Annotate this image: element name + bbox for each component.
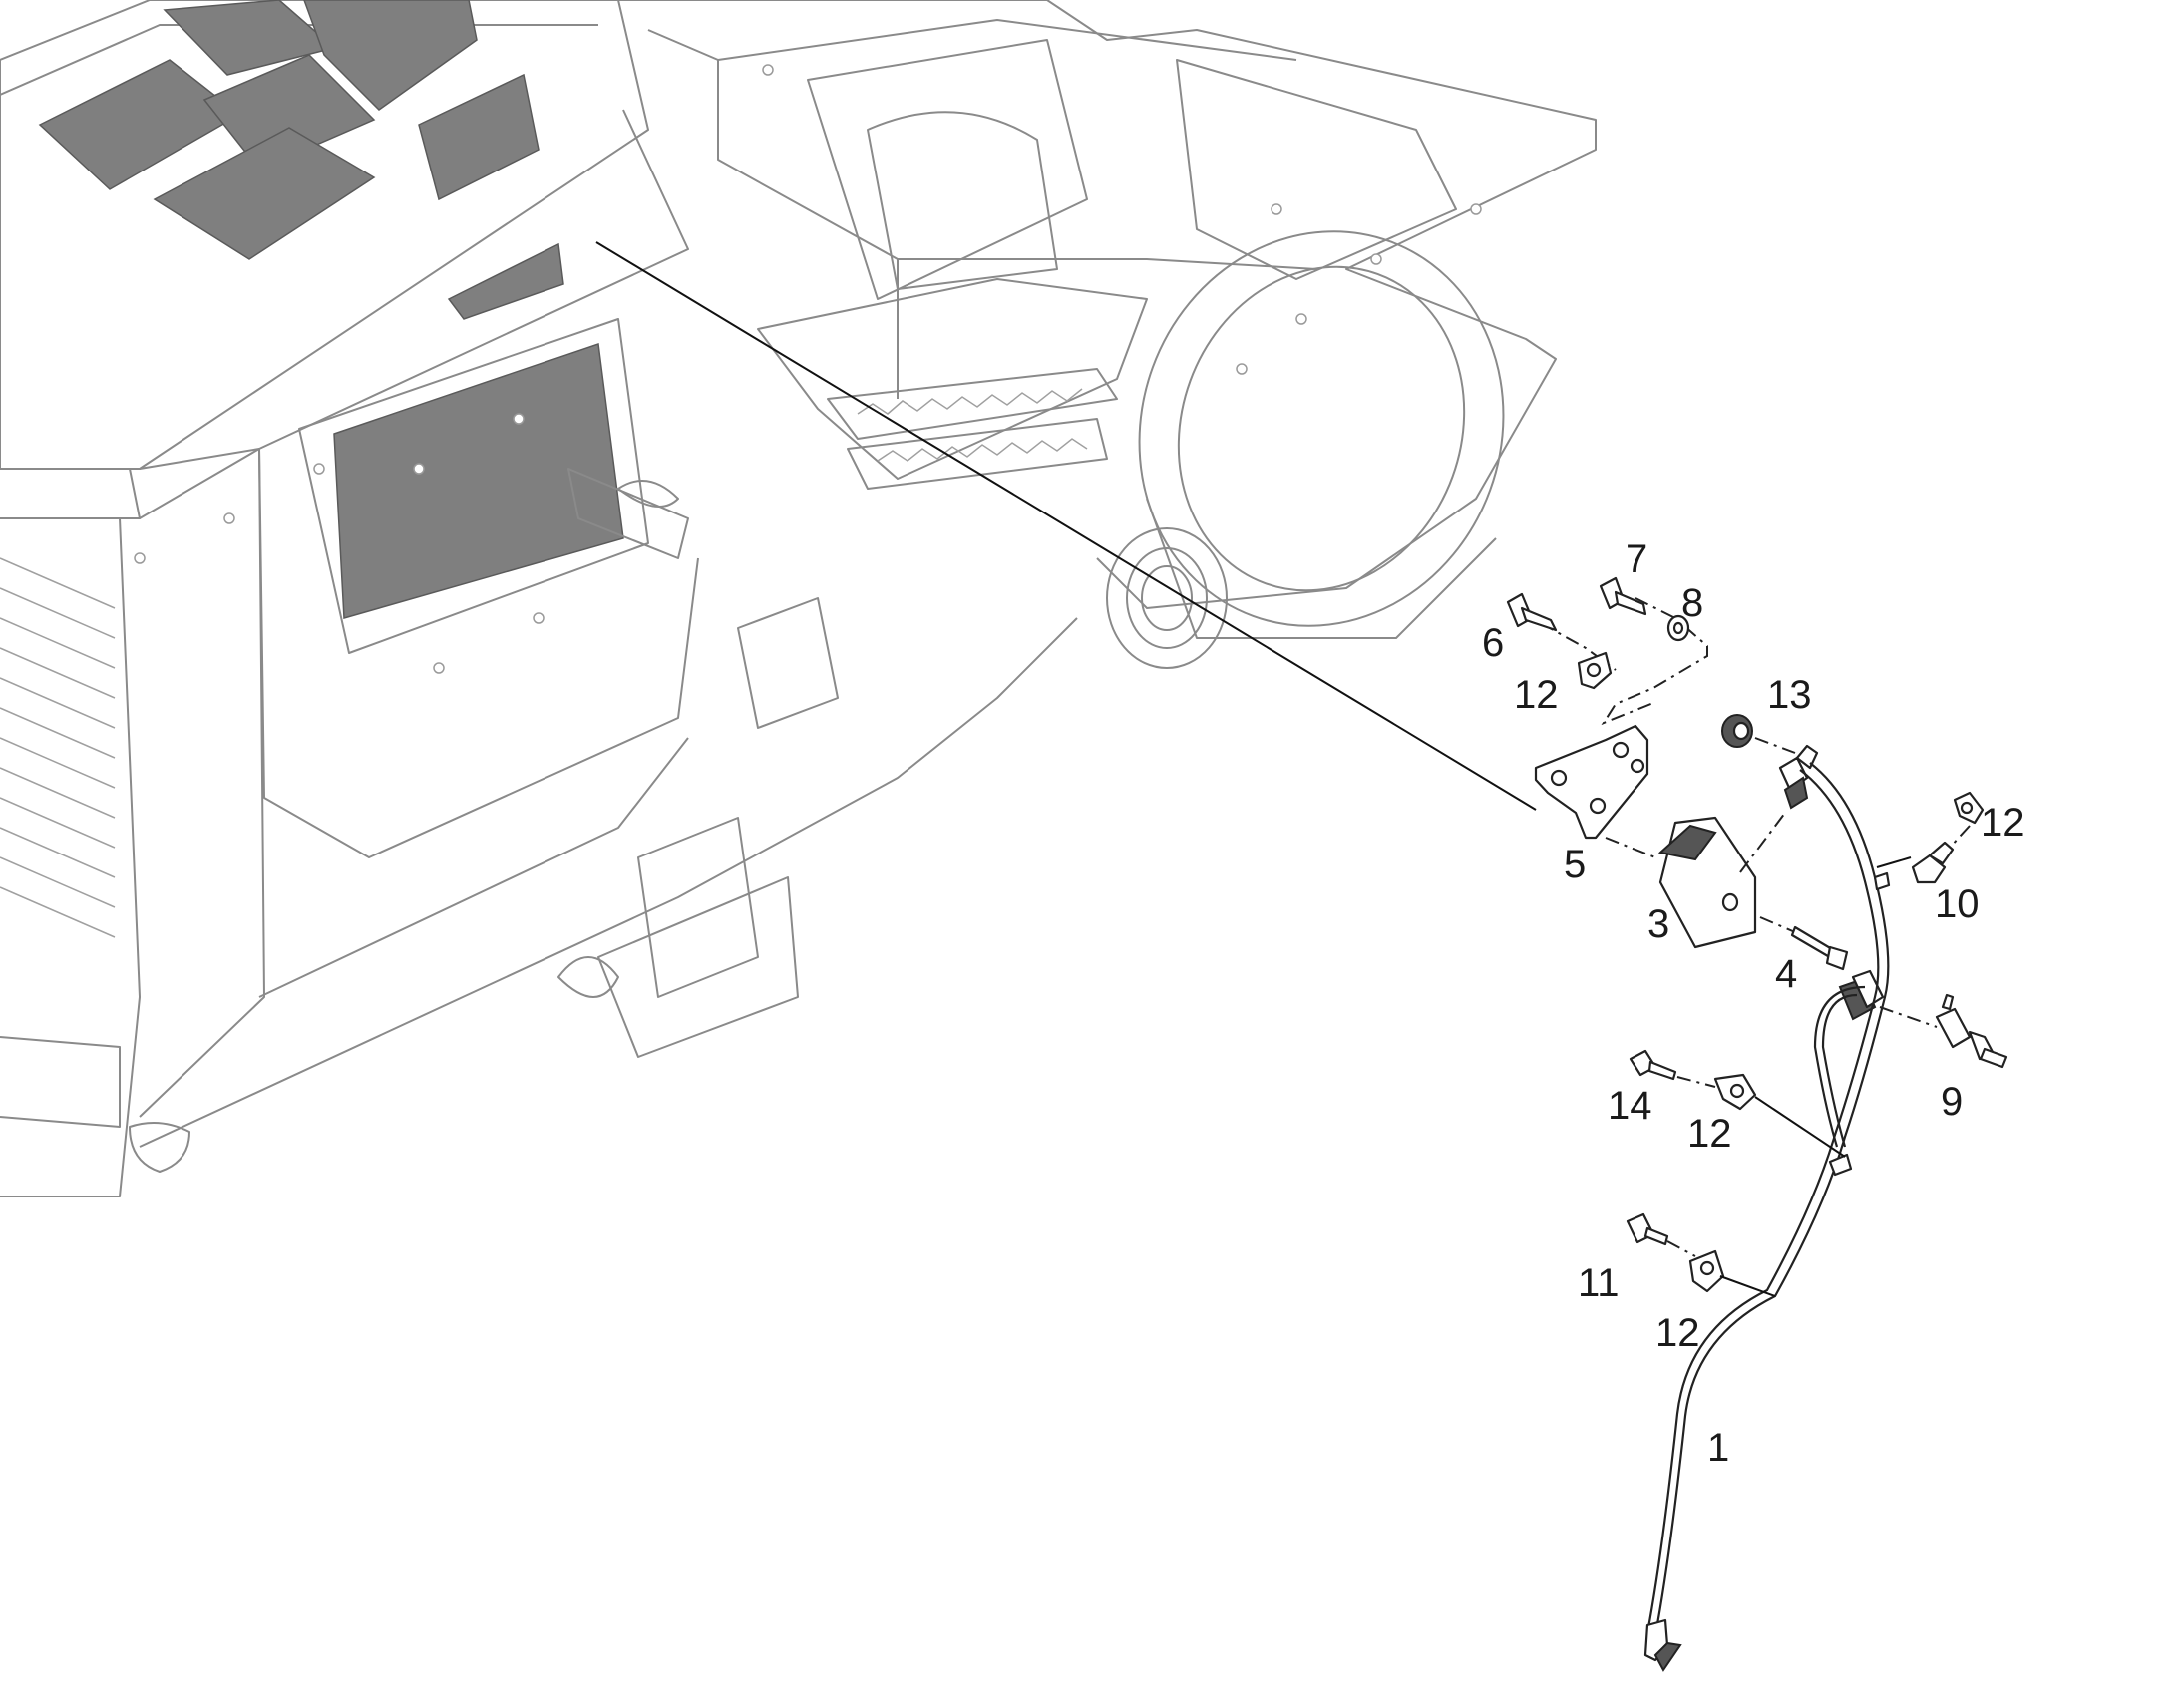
bolt-7-part — [1599, 576, 1647, 616]
access-steps — [827, 368, 1118, 490]
washer-8-part — [1666, 614, 1690, 642]
callout-14: 14 — [1608, 1084, 1652, 1128]
hood-panels — [38, 0, 624, 619]
parts-group — [1506, 576, 2008, 1672]
callout-10: 10 — [1935, 882, 1980, 926]
callout-12-right: 12 — [1981, 801, 2025, 845]
toggle-switch-9-part — [1935, 993, 2008, 1069]
bolt-6-part — [1506, 592, 1558, 632]
assembly-line-6-12 — [1540, 622, 1617, 671]
slewing-ring — [1138, 230, 1505, 639]
machine-frame-background — [0, 0, 1597, 1197]
pivot-boss — [1106, 527, 1228, 669]
bolt-10-part — [1911, 841, 1955, 884]
callout-5: 5 — [1564, 843, 1586, 886]
assembly-line-13 — [1754, 737, 1796, 754]
leader-10-harness — [1876, 856, 1912, 868]
callout-labels: 1 3 4 5 6 7 8 9 10 11 12 12 12 12 13 14 — [1482, 537, 2025, 1470]
mounting-bracket-part — [1534, 724, 1649, 840]
callout-3: 3 — [1647, 902, 1669, 946]
callout-8: 8 — [1681, 581, 1703, 625]
assembly-line-14-12 — [1676, 1076, 1716, 1088]
bolt-11-part — [1626, 1212, 1669, 1246]
assembly-line-3-connector — [1739, 812, 1786, 873]
sensor-housing-3-part — [1657, 816, 1757, 949]
wiring-harness-1-part — [1643, 762, 1891, 1672]
callout-11: 11 — [1578, 1261, 1620, 1305]
bolt-4-part — [1790, 925, 1849, 971]
clip-12-lower-part — [1688, 1249, 1725, 1293]
callout-4: 4 — [1775, 952, 1797, 996]
bolt-14-part — [1629, 1049, 1677, 1081]
grommet-13-part — [1721, 714, 1753, 748]
leader-12-harness-lower — [1719, 1275, 1776, 1297]
callout-12-middle: 12 — [1687, 1112, 1732, 1156]
callout-7: 7 — [1626, 537, 1647, 581]
harness-connector-top-part — [1778, 744, 1819, 810]
callout-12-top: 12 — [1514, 673, 1559, 717]
callout-13: 13 — [1767, 673, 1812, 717]
clip-12-middle-part — [1713, 1073, 1757, 1111]
clip-12-right-part — [1953, 791, 1985, 825]
callout-1: 1 — [1707, 1426, 1729, 1470]
frame-bolt-holes — [134, 64, 1482, 674]
assembly-line-11-12 — [1666, 1240, 1696, 1257]
radiator-grille — [0, 557, 116, 938]
callout-9: 9 — [1941, 1080, 1963, 1124]
leader-12-harness-middle — [1754, 1096, 1846, 1158]
assembly-line-connector-9 — [1879, 1006, 1938, 1028]
assembly-line-3-4 — [1759, 916, 1796, 933]
callout-12-lower: 12 — [1655, 1311, 1700, 1355]
clip-12-top-part — [1577, 651, 1613, 690]
callout-6: 6 — [1482, 621, 1504, 665]
mounting-location-leader — [595, 241, 1537, 811]
assembly-line-12-10 — [1949, 825, 1971, 849]
assembly-line-5-3 — [1605, 837, 1656, 858]
